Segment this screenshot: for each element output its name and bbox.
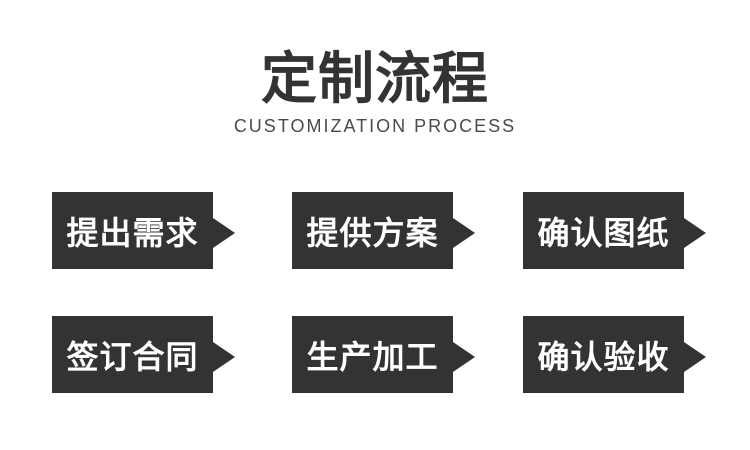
arrow-right-icon	[213, 341, 235, 372]
page-header: 定制流程 CUSTOMIZATION PROCESS	[0, 47, 750, 137]
step-provide-solution: 提供方案	[292, 192, 475, 269]
step-production-processing: 生产加工	[292, 316, 475, 393]
page-subtitle: CUSTOMIZATION PROCESS	[233, 116, 517, 136]
step-sign-contract: 签订合同	[52, 316, 235, 393]
arrow-right-icon	[684, 217, 706, 248]
step-label: 签订合同	[66, 338, 199, 375]
step-label: 确认图纸	[537, 214, 670, 251]
step-submit-requirements: 提出需求	[52, 192, 235, 269]
step-confirm-acceptance: 确认验收	[523, 316, 706, 393]
step-label: 提供方案	[306, 214, 439, 251]
step-label: 确认验收	[537, 338, 670, 375]
arrow-right-icon	[684, 341, 706, 372]
page-title: 定制流程	[261, 47, 489, 110]
step-label: 生产加工	[306, 338, 439, 375]
step-label: 提出需求	[66, 214, 199, 251]
arrow-right-icon	[453, 217, 475, 248]
step-confirm-drawings: 确认图纸	[523, 192, 706, 269]
arrow-right-icon	[453, 341, 475, 372]
arrow-right-icon	[213, 217, 235, 248]
